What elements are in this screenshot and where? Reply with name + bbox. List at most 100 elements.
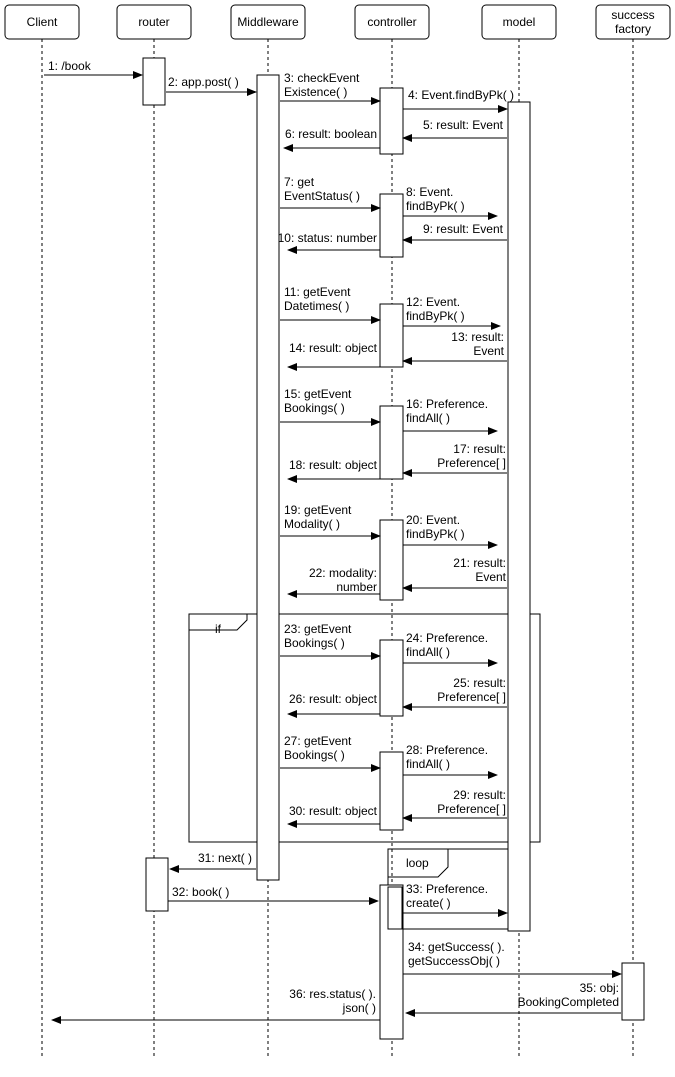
message-label: 15: getEvent xyxy=(284,387,352,401)
activation-bar-controller xyxy=(379,193,404,258)
participant-label: model xyxy=(503,15,536,29)
message-label: Bookings( ) xyxy=(284,748,345,762)
activation-bar-router xyxy=(145,857,169,912)
message-label: 11: getEvent xyxy=(284,285,351,299)
message-label: 21: result: xyxy=(453,556,506,570)
participant-box xyxy=(354,4,430,40)
message-26: 26: result: object xyxy=(287,692,380,718)
message-25: 25: result:Preference[ ] xyxy=(402,676,507,711)
message-label: 2: app.post( ) xyxy=(168,75,239,89)
message-label: Preference[ ] xyxy=(437,690,506,704)
message-label: 5: result: Event xyxy=(423,118,504,132)
message-label: 34: getSuccess( ). xyxy=(408,940,505,954)
activation-bar-controller xyxy=(379,405,404,480)
message-label: 6: result: boolean xyxy=(285,127,377,141)
participant-model: model xyxy=(481,4,557,40)
message-2: 2: app.post( ) xyxy=(166,75,257,96)
message-label: 33: Preference. xyxy=(406,882,488,896)
message-label: findAll( ) xyxy=(406,411,450,425)
message-label: findAll( ) xyxy=(406,757,450,771)
activation-bar-router xyxy=(142,57,166,106)
fragment-label: if xyxy=(215,622,222,636)
message-label: findAll( ) xyxy=(406,645,450,659)
message-label: Event xyxy=(475,570,506,584)
participant-middleware: Middleware xyxy=(230,4,306,40)
message-label: 36: res.status( ). xyxy=(289,987,376,1001)
message-label: 17: result: xyxy=(453,442,506,456)
message-label: 19: getEvent xyxy=(284,503,352,517)
participant-box xyxy=(595,4,671,40)
message-13: 13: result:Event xyxy=(402,330,507,365)
participant-client: Client xyxy=(4,4,80,40)
message-label: 29: result: xyxy=(453,788,506,802)
message-label: 26: result: object xyxy=(289,692,378,706)
activation-bar-controller xyxy=(379,639,404,717)
message-34: 34: getSuccess( ).getSuccessObj( ) xyxy=(403,940,622,978)
fragment-frame xyxy=(188,613,541,843)
message-21: 21: result:Event xyxy=(402,556,507,592)
message-17: 17: result:Preference[ ] xyxy=(402,442,507,477)
message-label: 14: result: object xyxy=(289,341,378,355)
message-18: 18: result: object xyxy=(287,458,380,483)
message-label: Bookings( ) xyxy=(284,401,345,415)
message-label: 4: Event.findByPk( ) xyxy=(408,88,514,102)
message-label: 25: result: xyxy=(453,676,506,690)
message-28: 28: Preference.findAll( ) xyxy=(403,743,498,779)
message-label: 35: obj: xyxy=(580,981,619,995)
message-9: 9: result: Event xyxy=(402,222,507,244)
message-label: 12: Event. xyxy=(406,295,460,309)
activation-bar-controller xyxy=(379,303,404,368)
participant-label: router xyxy=(138,15,169,29)
message-label: findByPk( ) xyxy=(406,309,465,323)
message-32: 32: book( ) xyxy=(168,885,379,905)
participant-box xyxy=(481,4,557,40)
fragment-tab xyxy=(388,849,449,878)
message-label: Preference[ ] xyxy=(437,802,506,816)
message-label: 31: next( ) xyxy=(198,851,252,865)
message-label: Datetimes( ) xyxy=(284,299,349,313)
participant-label: Client xyxy=(27,15,58,29)
message-label: json( ) xyxy=(342,1001,376,1015)
activation-bar-controller xyxy=(379,751,404,831)
message-label: Event xyxy=(473,344,504,358)
participant-label: success xyxy=(611,8,654,22)
message-4: 4: Event.findByPk( ) xyxy=(403,88,514,113)
participant-box xyxy=(230,4,306,40)
message-label: create( ) xyxy=(406,896,451,910)
message-label: 18: result: object xyxy=(289,458,378,472)
fragment-label: loop xyxy=(406,856,429,870)
message-label: 24: Preference. xyxy=(406,631,488,645)
message-label: getSuccessObj( ) xyxy=(408,954,500,968)
message-label: 30: result: object xyxy=(289,804,378,818)
message-35: 35: obj:BookingCompleted xyxy=(405,981,621,1017)
message-label: 32: book( ) xyxy=(172,885,229,899)
message-8: 8: Event.findByPk( ) xyxy=(403,185,498,220)
participant-box xyxy=(4,4,80,40)
participant-controller: controller xyxy=(354,4,430,40)
message-5: 5: result: Event xyxy=(402,118,507,142)
message-label: Bookings( ) xyxy=(284,636,345,650)
message-label: 28: Preference. xyxy=(406,743,488,757)
message-label: Existence( ) xyxy=(284,85,347,99)
message-6: 6: result: boolean xyxy=(283,127,380,152)
message-label: number xyxy=(336,580,377,594)
message-label: 20: Event. xyxy=(406,513,460,527)
participant-label: factory xyxy=(615,22,651,36)
message-label: findByPk( ) xyxy=(406,527,465,541)
message-label: 27: getEvent xyxy=(284,734,352,748)
activation-bar-controller xyxy=(379,87,404,155)
message-label: 16: Preference. xyxy=(406,397,488,411)
message-label: findByPk( ) xyxy=(406,199,465,213)
message-1: 1: /book xyxy=(44,59,143,79)
message-label: 7: get xyxy=(284,175,315,189)
message-label: 3: checkEvent xyxy=(284,71,360,85)
